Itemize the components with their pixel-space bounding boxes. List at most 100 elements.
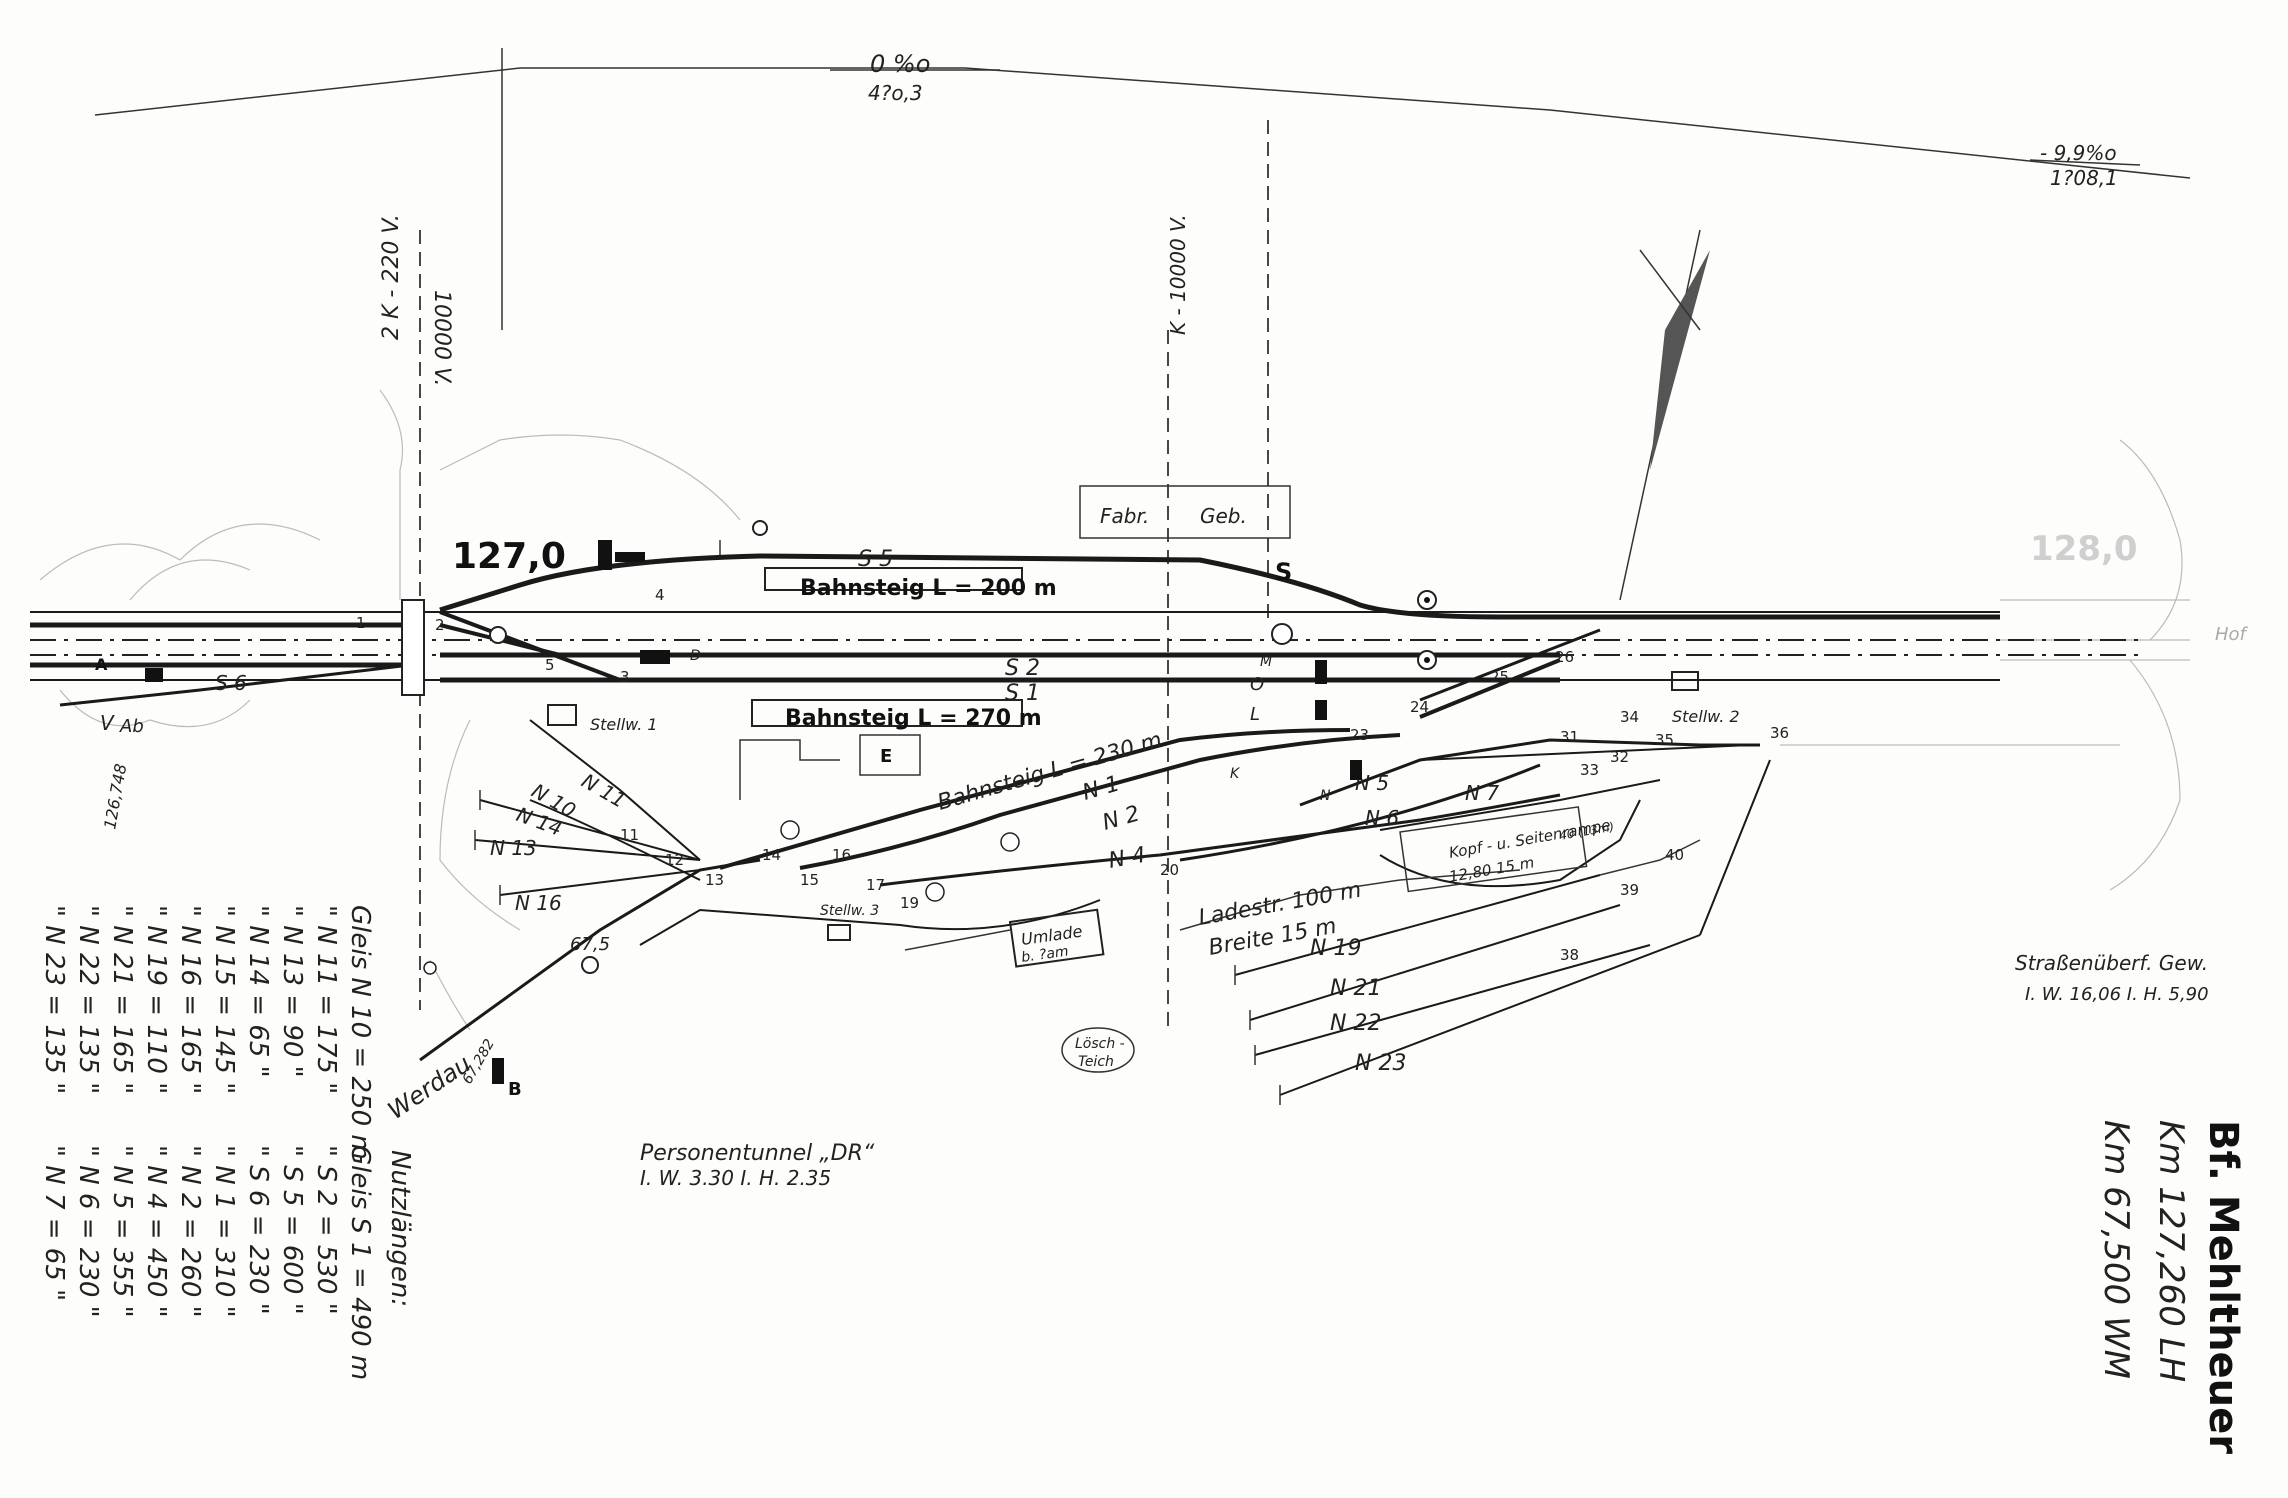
sign-n: N: [1320, 788, 1331, 804]
platform-270-label: Bahnsteig L = 270 m: [785, 706, 1042, 731]
switch-number: 20: [1160, 861, 1179, 879]
lengths-left-column: Gleis N 10 = 250 m" N 11 = 175 "" N 13 =…: [39, 905, 375, 1160]
switch-number: 11: [620, 826, 639, 844]
switch-number: 34: [1620, 708, 1639, 726]
switch-number: 25: [1490, 668, 1509, 686]
lengths-right-row: " N 4 = 450 ": [141, 1145, 171, 1318]
stellwerk-1-box: [547, 704, 577, 726]
switch-number: 14: [762, 846, 781, 864]
lengths-right-row: " S 5 = 600 ": [277, 1145, 307, 1315]
factory-label-1: Fabr.: [1100, 504, 1149, 528]
sign-k: K: [1230, 766, 1241, 782]
track-n23: N 23: [1355, 1051, 1406, 1076]
embankment-right: 128,0: [1780, 439, 2190, 891]
lengths-right-row: " N 7 = 65 ": [39, 1145, 69, 1301]
werdau-branch: [419, 858, 761, 1062]
ab-label: Ab: [119, 716, 144, 737]
switch-number: 13: [705, 871, 724, 889]
track-s5: S 5: [858, 547, 893, 572]
platform-270: [751, 699, 1023, 727]
platform-200-label: Bahnsteig L = 200 m: [800, 576, 1057, 601]
track-s1: S 1: [1005, 681, 1040, 706]
station-km-1: Km 127,260 LH: [2151, 1120, 2191, 1382]
lengths-right-row: Gleis S 1 = 490 m: [345, 1145, 375, 1380]
station-km-2: Km 67,500 WM: [2096, 1120, 2136, 1379]
sign-d: D: [690, 648, 701, 664]
umlade-label-2: b. ?am: [1020, 944, 1069, 966]
werdau-label: Werdau: [383, 1049, 476, 1125]
switch-number: 3: [620, 668, 630, 686]
lengths-left-row: " N 11 = 175 ": [311, 905, 341, 1094]
lengths-right-row: " N 6 = 230 ": [73, 1145, 103, 1318]
loesch-label-2: Teich: [1078, 1054, 1114, 1070]
lengths-left-row: " N 22 = 135 ": [73, 905, 103, 1094]
lengths-left-row: " N 23 = 135 ": [39, 905, 69, 1094]
track-s2: S 2: [1005, 656, 1040, 681]
factory-label-2: Geb.: [1200, 504, 1247, 528]
loading-ramp: [1399, 806, 1588, 893]
switch-number: 32: [1610, 748, 1629, 766]
tunnel-dims: I. W. 3.30 I. H. 2.35: [640, 1166, 831, 1190]
bridge-pier: [401, 599, 425, 696]
gradient-right-bottom: 1?08,1: [2050, 166, 2118, 190]
lengths-left-row: " N 14 = 65 ": [243, 905, 273, 1078]
track-s6: S 6: [215, 671, 247, 695]
switch-number: 38: [1560, 946, 1579, 964]
km-marker-right: 128,0: [2030, 529, 2138, 569]
lengths-right-row: " N 5 = 355 ": [107, 1145, 137, 1318]
power-volts-label: 10000 V.: [429, 290, 454, 387]
switch-number: 23: [1350, 726, 1369, 744]
embankment-left: [39, 389, 741, 1031]
track-n7: N 7: [1465, 781, 1499, 805]
lengths-right-row: " N 1 = 310 ": [209, 1145, 239, 1318]
track-n22: N 22: [1330, 1011, 1381, 1036]
gradient-left-bottom: 4?o,3: [868, 81, 923, 105]
power-code-label: 2 K - 220 V.: [379, 214, 404, 340]
switch-number: 4: [655, 586, 665, 604]
lengths-right-column: Gleis S 1 = 490 m" S 2 = 530 "" S 5 = 60…: [39, 1145, 375, 1380]
station-building: [859, 734, 921, 776]
vorsignal-label: V: [100, 711, 115, 735]
sign-m: M: [1260, 654, 1272, 670]
stellwerk-2-box: [1671, 671, 1699, 691]
switch-number: 33: [1580, 761, 1599, 779]
main-tracks: [30, 553, 2140, 719]
lengths-title: Nutzlängen:: [385, 1150, 415, 1307]
west-sidings: [474, 719, 701, 905]
gradient-right-top: - 9,9%o: [2040, 141, 2117, 165]
signals: [423, 520, 1437, 975]
signal-value: 67,5: [570, 934, 610, 955]
stellwerk-2-label: Stellw. 2: [1672, 707, 1740, 726]
sign-l: L: [1250, 704, 1260, 725]
switch-number: 12: [665, 851, 684, 869]
umlade-building: [1008, 908, 1105, 968]
lengths-left-row: " N 16 = 165 ": [175, 905, 205, 1094]
switch-number: 26: [1555, 648, 1574, 666]
sign-s: S: [1275, 558, 1292, 586]
power-k-label: K - 10000 V.: [1166, 214, 1190, 335]
track-n6: N 6: [1365, 806, 1399, 830]
lengths-right-row: " S 6 = 230 ": [243, 1145, 273, 1315]
signal-a-box: [145, 668, 163, 682]
sign-a: A: [95, 655, 108, 674]
loesch-label-1: Lösch -: [1075, 1036, 1125, 1052]
loeschteich: [1061, 1027, 1135, 1073]
switch-number: 24: [1410, 698, 1429, 716]
bridge-title: Straßenüberf. Gew.: [2015, 951, 2208, 975]
track-n1: N 1: [1080, 771, 1123, 805]
station-building-label: E: [880, 746, 892, 767]
switch-number: 36: [1770, 724, 1789, 742]
east-sidings: [1234, 759, 1771, 1105]
switch-number: 5: [545, 656, 555, 674]
factory-building: [1079, 485, 1291, 539]
stellwerk-3-box: [827, 924, 851, 941]
switch-number: 39: [1620, 881, 1639, 899]
lengths-right-row: " S 2 = 530 ": [311, 1145, 341, 1315]
lengths-right-row: " N 2 = 260 ": [175, 1145, 205, 1318]
switch-number: 31: [1560, 728, 1579, 746]
switch-number: 16: [832, 846, 851, 864]
switch-number: 17: [866, 876, 885, 894]
lengths-left-row: " N 21 = 165 ": [107, 905, 137, 1094]
